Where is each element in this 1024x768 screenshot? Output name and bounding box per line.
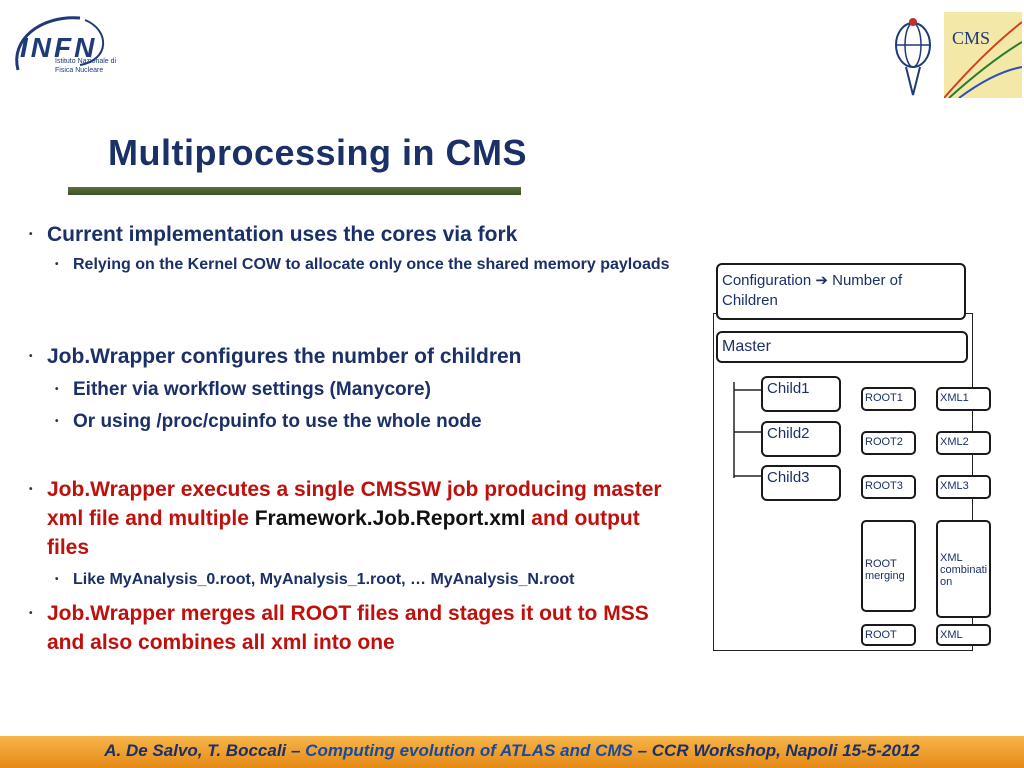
infn-subtitle: Istituto Nazionale di Fisica Nucleare bbox=[55, 58, 117, 74]
bullet-3-sub-1-text: Like MyAnalysis_0.root, MyAnalysis_1.roo… bbox=[73, 571, 575, 588]
bullet-2: • Job.Wrapper configures the number of c… bbox=[29, 345, 522, 368]
xml-combination-box: XML combinati on bbox=[936, 520, 991, 618]
root-box-2: ROOT2 bbox=[861, 431, 916, 455]
xml-box-3: XML3 bbox=[936, 475, 991, 499]
footer-text: A. De Salvo, T. Boccali – Computing evol… bbox=[0, 741, 1024, 761]
root-final-box: ROOT bbox=[861, 624, 916, 646]
footer-talk-title: Computing evolution of ATLAS and CMS bbox=[305, 741, 633, 760]
xml-final-box: XML bbox=[936, 624, 991, 646]
bullet-2-sub-2: • Or using /proc/cpuinfo to use the whol… bbox=[55, 411, 482, 432]
infn-wordmark: INFN bbox=[20, 32, 98, 63]
root-merging-box: ROOT merging bbox=[861, 520, 916, 612]
child-box-2: Child2 bbox=[761, 421, 841, 457]
bullet-3-sub-1: • Like MyAnalysis_0.root, MyAnalysis_1.r… bbox=[55, 571, 575, 588]
bullet-1-sub-1-text: Relying on the Kernel COW to allocate on… bbox=[73, 256, 670, 273]
infn-logo bbox=[10, 10, 120, 85]
xml-box-1: XML1 bbox=[936, 387, 991, 411]
footer-authors: A. De Salvo, T. Boccali – bbox=[104, 741, 306, 760]
master-box: Master bbox=[716, 331, 968, 363]
bullet-3-text-part3: and output files bbox=[47, 507, 640, 559]
child-box-1: Child1 bbox=[761, 376, 841, 412]
cms-logo: CMS bbox=[943, 12, 1023, 99]
footer-event: – CCR Workshop, Napoli 15-5-2012 bbox=[632, 741, 920, 760]
bullet-4: • Job.Wrapper merges all ROOT files and … bbox=[29, 602, 649, 654]
root-box-1: ROOT1 bbox=[861, 387, 916, 411]
bullet-4-text: Job.Wrapper merges all ROOT files and st… bbox=[47, 602, 649, 654]
bullet-1-text: Current implementation uses the cores vi… bbox=[47, 223, 518, 246]
config-box: Configuration ➔ Number of Children bbox=[716, 263, 966, 320]
bullet-3: • Job.Wrapper executes a single CMSSW jo… bbox=[29, 478, 662, 559]
bullet-2-sub-1: • Either via workflow settings (Manycore… bbox=[55, 379, 431, 400]
bullet-2-sub-1-text: Either via workflow settings (Manycore) bbox=[73, 379, 431, 400]
bullet-2-sub-2-text: Or using /proc/cpuinfo to use the whole … bbox=[73, 411, 482, 432]
bullet-1-sub-1: • Relying on the Kernel COW to allocate … bbox=[55, 256, 670, 273]
page-title: Multiprocessing in CMS bbox=[108, 132, 528, 173]
child-box-3: Child3 bbox=[761, 465, 841, 501]
bullet-3-text-part2: Framework.Job.Report.xml bbox=[254, 507, 526, 530]
bullet-2-text: Job.Wrapper configures the number of chi… bbox=[47, 345, 522, 368]
footer-bar bbox=[0, 736, 1024, 768]
root-box-3: ROOT3 bbox=[861, 475, 916, 499]
bullet-3-text-part1: Job.Wrapper executes a single CMSSW job … bbox=[47, 478, 662, 530]
cms-logo-text: CMS bbox=[952, 28, 990, 48]
xml-box-2: XML2 bbox=[936, 431, 991, 455]
title-underline bbox=[68, 187, 521, 195]
atlas-logo bbox=[888, 10, 938, 100]
bullet-1: • Current implementation uses the cores … bbox=[29, 223, 518, 246]
